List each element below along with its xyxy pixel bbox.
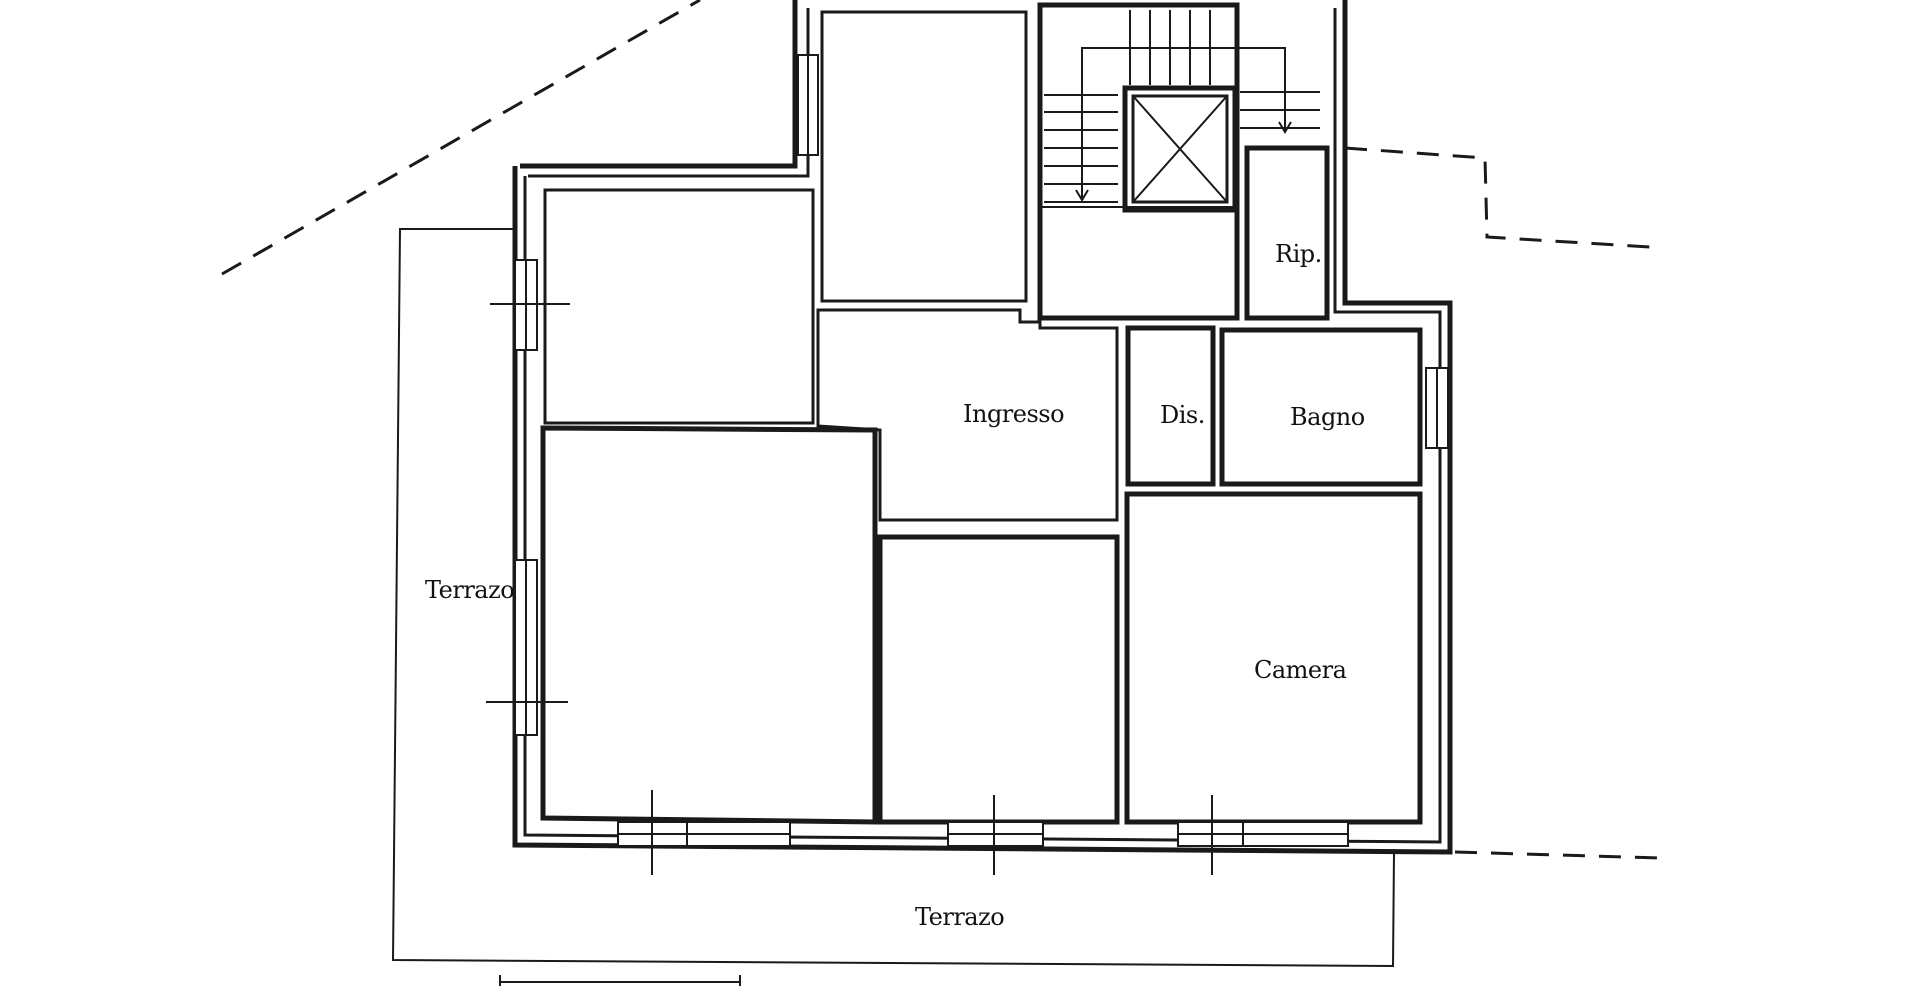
terrace-outline — [391, 228, 1395, 968]
elevator-icon — [1122, 85, 1238, 213]
boundary-dashed-lines — [221, 0, 1661, 860]
label-terrazzo-left: Terrazo — [425, 576, 514, 604]
windows — [486, 54, 1449, 875]
label-camera: Camera — [1254, 656, 1347, 684]
bottom-marks — [499, 975, 741, 986]
label-bagno: Bagno — [1290, 403, 1365, 431]
staircase — [1040, 10, 1320, 208]
room-labels: Terrazo Terrazo Ingresso Dis. Bagno Came… — [425, 240, 1365, 931]
label-terrazzo-bottom: Terrazo — [915, 903, 1004, 931]
label-ripostiglio: Rip. — [1275, 240, 1322, 268]
label-disimpegno: Dis. — [1160, 401, 1205, 429]
label-ingresso: Ingresso — [963, 400, 1064, 428]
